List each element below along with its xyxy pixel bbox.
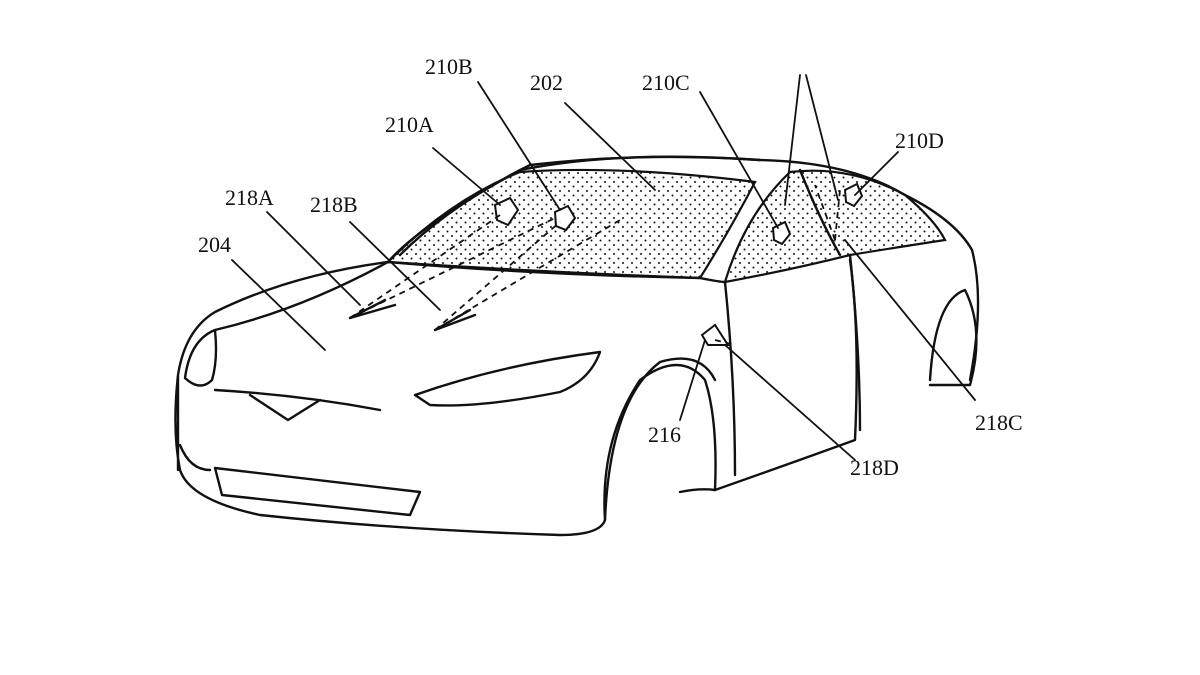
leader-lines	[231, 74, 976, 461]
beam-218A-line	[348, 298, 397, 320]
roof-line	[398, 155, 762, 257]
label-210B: 210B	[425, 54, 473, 79]
label-210D: 210D	[895, 128, 944, 153]
front-door-line	[723, 280, 737, 477]
side-window	[723, 169, 947, 284]
label-202: 202	[530, 70, 563, 95]
front-wheel-arch	[603, 357, 717, 522]
label-216: 216	[648, 422, 681, 447]
label-210A: 210A	[385, 112, 434, 137]
label-218B: 218B	[310, 192, 358, 217]
beam-218C	[814, 184, 841, 241]
b-pillar	[798, 168, 842, 257]
rear-door-line	[848, 253, 862, 432]
label-218C: 218C	[975, 410, 1023, 435]
sensor-216	[700, 323, 730, 346]
beam-218B-line	[433, 308, 477, 332]
front-bumper	[178, 443, 212, 472]
label-218A: 218A	[225, 185, 274, 210]
label-204: 204	[198, 232, 231, 257]
label-210C: 210C	[642, 70, 690, 95]
hood-line	[213, 260, 727, 332]
sensor-210B	[553, 204, 577, 232]
rear-wheel-arch	[928, 288, 978, 387]
beam-218D	[714, 339, 736, 346]
headlight-right	[413, 350, 602, 407]
label-218D: 218D	[850, 455, 899, 480]
headlight-left	[183, 328, 218, 387]
lower-intake	[213, 466, 422, 517]
grille-top	[213, 388, 382, 422]
side-sill	[678, 488, 717, 494]
sensor-210D	[843, 182, 864, 208]
